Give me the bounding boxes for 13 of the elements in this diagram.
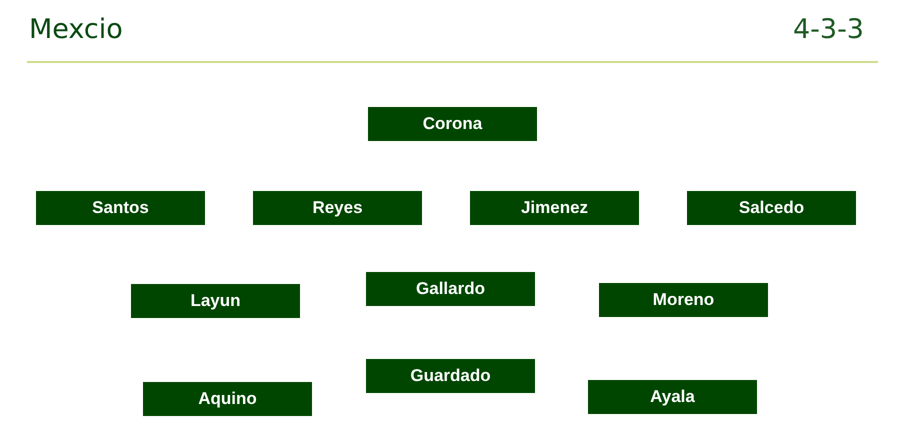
player-box: Ayala <box>588 380 757 414</box>
player-box: Moreno <box>599 283 768 317</box>
player-box: Jimenez <box>470 191 639 225</box>
player-box: Santos <box>36 191 205 225</box>
diagram-title: Mexcio <box>29 13 123 47</box>
player-box: Aquino <box>143 382 312 416</box>
formation-label: 4-3-3 <box>792 13 864 47</box>
player-box: Salcedo <box>687 191 856 225</box>
player-box: Corona <box>368 107 537 141</box>
player-box: Gallardo <box>366 272 535 306</box>
player-box: Layun <box>131 284 300 318</box>
player-box: Reyes <box>253 191 422 225</box>
player-box: Guardado <box>366 359 535 393</box>
